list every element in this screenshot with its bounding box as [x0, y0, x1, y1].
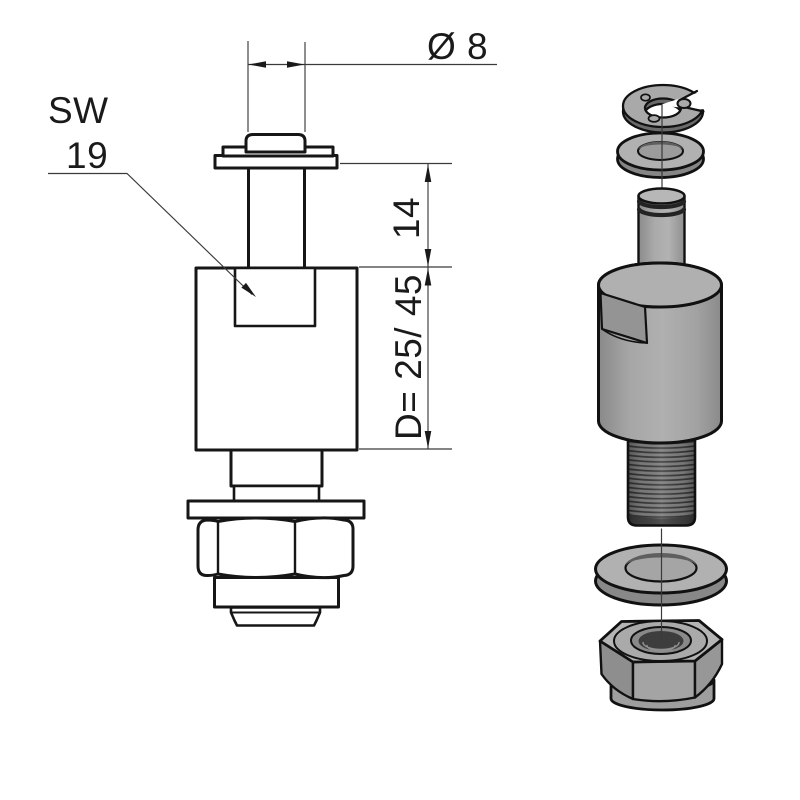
arrow-diameter-right: [287, 61, 305, 68]
exploded-washer-top: [616, 131, 705, 179]
front-hex-nut-edges: [216, 520, 297, 576]
front-hex-nut-outline: [196, 516, 355, 580]
label-wrench-size: SW: [48, 90, 109, 131]
washer-bottom-hole-shadow: [625, 553, 697, 567]
front-socket-recess: [233, 266, 317, 328]
front-collar: [213, 576, 340, 609]
front-neck: [229, 448, 324, 488]
body-notch-scallop: [601, 328, 648, 344]
arrow-leader-tip: [241, 282, 256, 297]
front-cap-top: [244, 133, 307, 154]
label-wrench-size-value: 19: [66, 135, 108, 176]
label-stud-diameter: Ø 8: [427, 26, 488, 67]
stud-tip-groove-2: [636, 207, 687, 218]
exploded-body: [597, 261, 723, 445]
nut-face-front: [631, 659, 697, 703]
label-stud-length: 14: [386, 197, 427, 239]
dimension-texts: SW 19 Ø 8 14 D= 25/ 45: [48, 26, 488, 440]
washer-top-hole-shadow: [638, 141, 683, 151]
nut-face-right: [693, 638, 724, 699]
arrow-diameter-left: [248, 61, 266, 68]
body-top-face: [597, 261, 723, 309]
front-neck-step: [232, 484, 321, 503]
arrow-length-bottom: [424, 249, 432, 267]
thread-cyl-shading: [628, 432, 695, 526]
exploded-view: [594, 83, 728, 712]
front-stud-stem: [247, 156, 306, 272]
eclip-inner-tab: [676, 98, 692, 109]
label-body-diameter: D= 25/ 45: [388, 274, 429, 440]
dimension-lines: [48, 41, 497, 450]
nut-bore-thread-arcs: [642, 641, 680, 652]
stud-tip-top-face: [637, 187, 686, 205]
exploded-eclip: [621, 83, 725, 134]
front-view: [186, 133, 366, 627]
arrow-body-bottom: [424, 431, 432, 449]
arrow-body-top: [424, 268, 432, 286]
eclip-inner-lobe-left: [640, 93, 651, 102]
eclip-inner-lobe-bottom: [647, 114, 661, 123]
front-hex-nut: [196, 516, 355, 580]
exploded-stud-tip: [636, 187, 687, 272]
dimension-arrows: [241, 61, 432, 449]
leader-line-wrench-size: [48, 172, 253, 295]
thread-outline: [626, 430, 697, 527]
exploded-threaded-stud: [626, 430, 697, 527]
front-washer-plate: [186, 499, 366, 520]
stud-tip-groove-1: [636, 199, 687, 210]
front-bottom-cap: [229, 606, 322, 627]
arrow-length-top: [424, 164, 432, 182]
